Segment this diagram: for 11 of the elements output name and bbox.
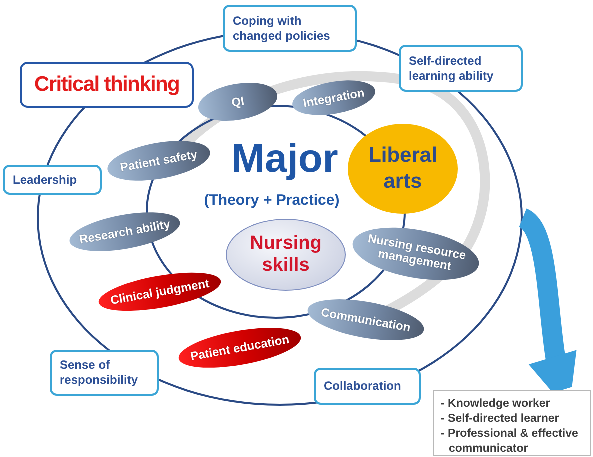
competency-box: Coping with changed policies [223, 5, 357, 52]
subtitle-text: (Theory + Practice) [204, 192, 340, 210]
topic-circle: Nursing skills [226, 219, 346, 291]
outcome-box [433, 390, 591, 456]
outcome-item: - Self-directed learner [441, 412, 560, 427]
competency-box: Critical thinking [20, 62, 194, 108]
heading-text: Major [232, 136, 338, 182]
topic-circle: Liberal arts [348, 124, 458, 214]
outcome-item: - Knowledge worker [441, 397, 552, 412]
outcome-item: - Professional & effective communicator [441, 427, 580, 457]
competency-box: Leadership [3, 165, 102, 195]
